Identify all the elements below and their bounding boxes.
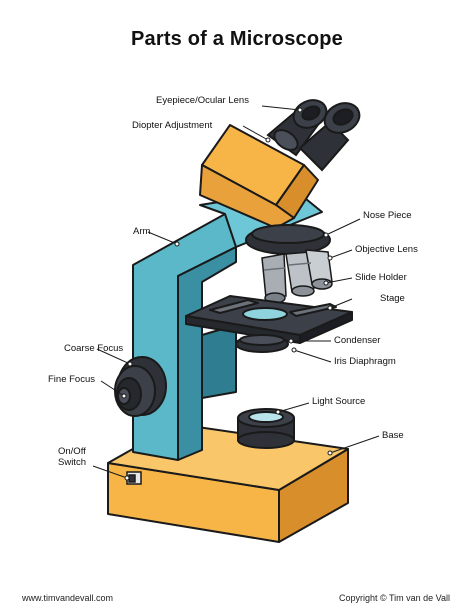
- label-eyepiece: Eyepiece/Ocular Lens: [156, 95, 249, 106]
- footer-copyright: Copyright © Tim van de Vall: [338, 593, 450, 603]
- leader-lines: [92, 105, 380, 479]
- light-source: [237, 408, 295, 449]
- label-stage: Stage: [380, 293, 405, 304]
- label-arm: Arm: [133, 226, 151, 237]
- label-iris-diaphragm: Iris Diaphragm: [334, 356, 396, 367]
- leader-dots: [121, 107, 333, 481]
- label-objective-lens: Objective Lens: [355, 244, 418, 255]
- objective-lenses: [261, 249, 333, 304]
- label-base: Base: [382, 430, 404, 441]
- focus-knobs: [114, 356, 167, 417]
- label-diopter-adjustment: Diopter Adjustment: [132, 120, 213, 131]
- label-on-off-switch: On/Off Switch: [58, 446, 86, 468]
- label-light-source: Light Source: [312, 396, 366, 407]
- label-fine-focus: Fine Focus: [48, 374, 95, 385]
- eyepiece: [266, 99, 361, 172]
- nose-piece: [245, 224, 331, 255]
- footer-website: www.timvandevall.com: [22, 593, 114, 603]
- head: [199, 124, 319, 229]
- label-nose-piece: Nose Piece: [363, 210, 412, 221]
- page-title: Parts of a Microscope: [130, 28, 344, 50]
- label-slide-holder: Slide Holder: [355, 272, 407, 283]
- label-condenser: Condenser: [334, 335, 381, 346]
- condenser: [235, 334, 289, 353]
- label-coarse-focus: Coarse Focus: [64, 343, 124, 354]
